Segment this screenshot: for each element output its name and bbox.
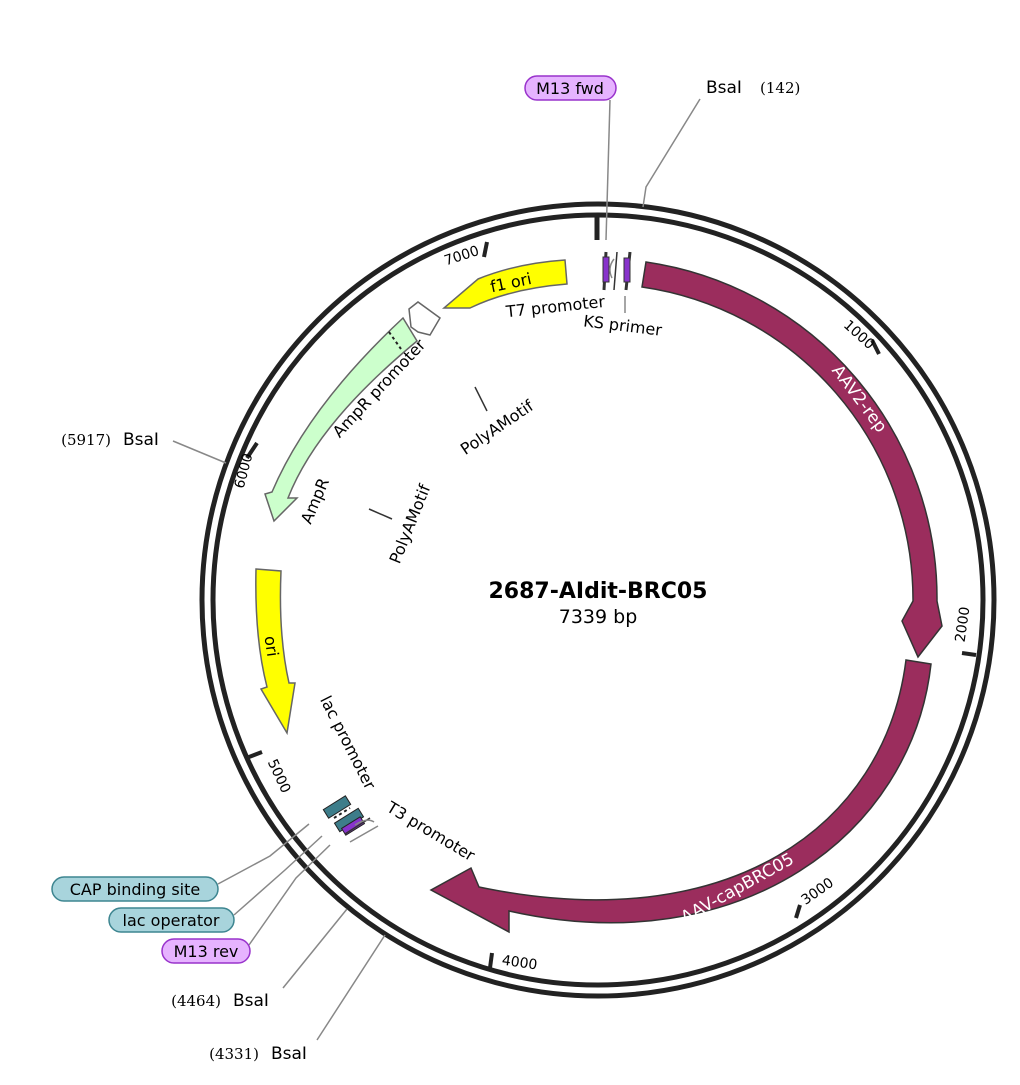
bsai-5917-site[interactable]: (5917) BsaI <box>61 430 159 450</box>
aav2-rep-feature[interactable] <box>641 261 943 659</box>
ampr-label: AmpR <box>297 475 333 526</box>
bsai-4464-site[interactable]: (4464) BsaI <box>171 991 269 1011</box>
m13-fwd-badge[interactable]: M13 fwd <box>524 75 617 101</box>
polya-2-label: PolyAMotif <box>385 481 434 566</box>
plasmid-name: 2687-AIdit-BRC05 <box>489 579 708 604</box>
m13-rev-label: M13 rev <box>174 942 239 961</box>
tick-2000: 2000 <box>953 606 977 657</box>
tick-label-6000: 6000 <box>232 452 257 491</box>
ampr-feature[interactable] <box>264 316 418 523</box>
bsai-5917-name: BsaI <box>123 430 159 450</box>
bsai-4331-site[interactable]: (4331) BsaI <box>209 1044 307 1064</box>
tick-label-1000: 1000 <box>840 317 877 353</box>
polya-2-mark <box>368 508 393 520</box>
bsai-142-line <box>642 98 701 208</box>
aav-cap-feature[interactable] <box>429 659 932 934</box>
lac-operator-badge[interactable]: lac operator <box>108 907 235 933</box>
lac-operator-label: lac operator <box>123 911 220 930</box>
m13-fwd-line <box>605 99 611 241</box>
tick-label-4000: 4000 <box>501 953 539 974</box>
polya-1-mark <box>474 386 488 412</box>
bsai-4464-name: BsaI <box>233 991 269 1011</box>
f1-ori-feature[interactable] <box>441 259 568 309</box>
cap-site-line <box>217 823 310 885</box>
bsai-4464-line <box>282 908 348 989</box>
ori-feature[interactable] <box>255 568 296 736</box>
lac-operator-line <box>233 835 323 916</box>
tick-4000: 4000 <box>488 953 539 974</box>
ampr-promoter-feature[interactable] <box>408 301 441 336</box>
ori-label: ori <box>261 635 283 658</box>
t3-promoter-label: T3 promoter <box>383 797 479 865</box>
bsai-142-name: BsaI <box>706 78 742 98</box>
tick-label-5000: 5000 <box>264 757 294 796</box>
polya-1-label: PolyAMotif <box>457 396 537 459</box>
aav2-rep-label: AAV2-rep <box>827 361 891 436</box>
bsai-4331-line <box>316 934 386 1041</box>
lower-feature-cluster <box>322 795 379 843</box>
site-leader-lines <box>172 98 701 1041</box>
backbone <box>199 201 997 999</box>
tick-label-2000: 2000 <box>953 606 974 644</box>
bsai-5917-pos: (5917) <box>61 431 111 449</box>
ks-primer-label: KS primer <box>582 311 663 340</box>
cap-site-badge[interactable]: CAP binding site <box>51 876 219 902</box>
m13-fwd-label: M13 fwd <box>536 79 604 98</box>
bsai-5917-line <box>172 440 227 464</box>
left-cluster-lines <box>217 823 331 946</box>
plasmid-length: 7339 bp <box>559 606 638 628</box>
top-feature-cluster <box>602 251 632 313</box>
bsai-4331-name: BsaI <box>271 1044 307 1064</box>
bsai-142-pos: (142) <box>760 79 800 97</box>
bsai-4464-pos: (4464) <box>171 992 221 1010</box>
m13-rev-line <box>248 844 331 946</box>
bsai-4331-pos: (4331) <box>209 1045 259 1063</box>
bsai-142-site[interactable]: BsaI (142) <box>706 78 800 98</box>
tick-1000: 1000 <box>840 317 881 355</box>
tick-3000: 3000 <box>794 875 837 919</box>
lac-promoter-label: lac promoter <box>316 693 380 793</box>
cap-site-label: CAP binding site <box>70 880 200 899</box>
m13-rev-badge[interactable]: M13 rev <box>161 938 251 964</box>
